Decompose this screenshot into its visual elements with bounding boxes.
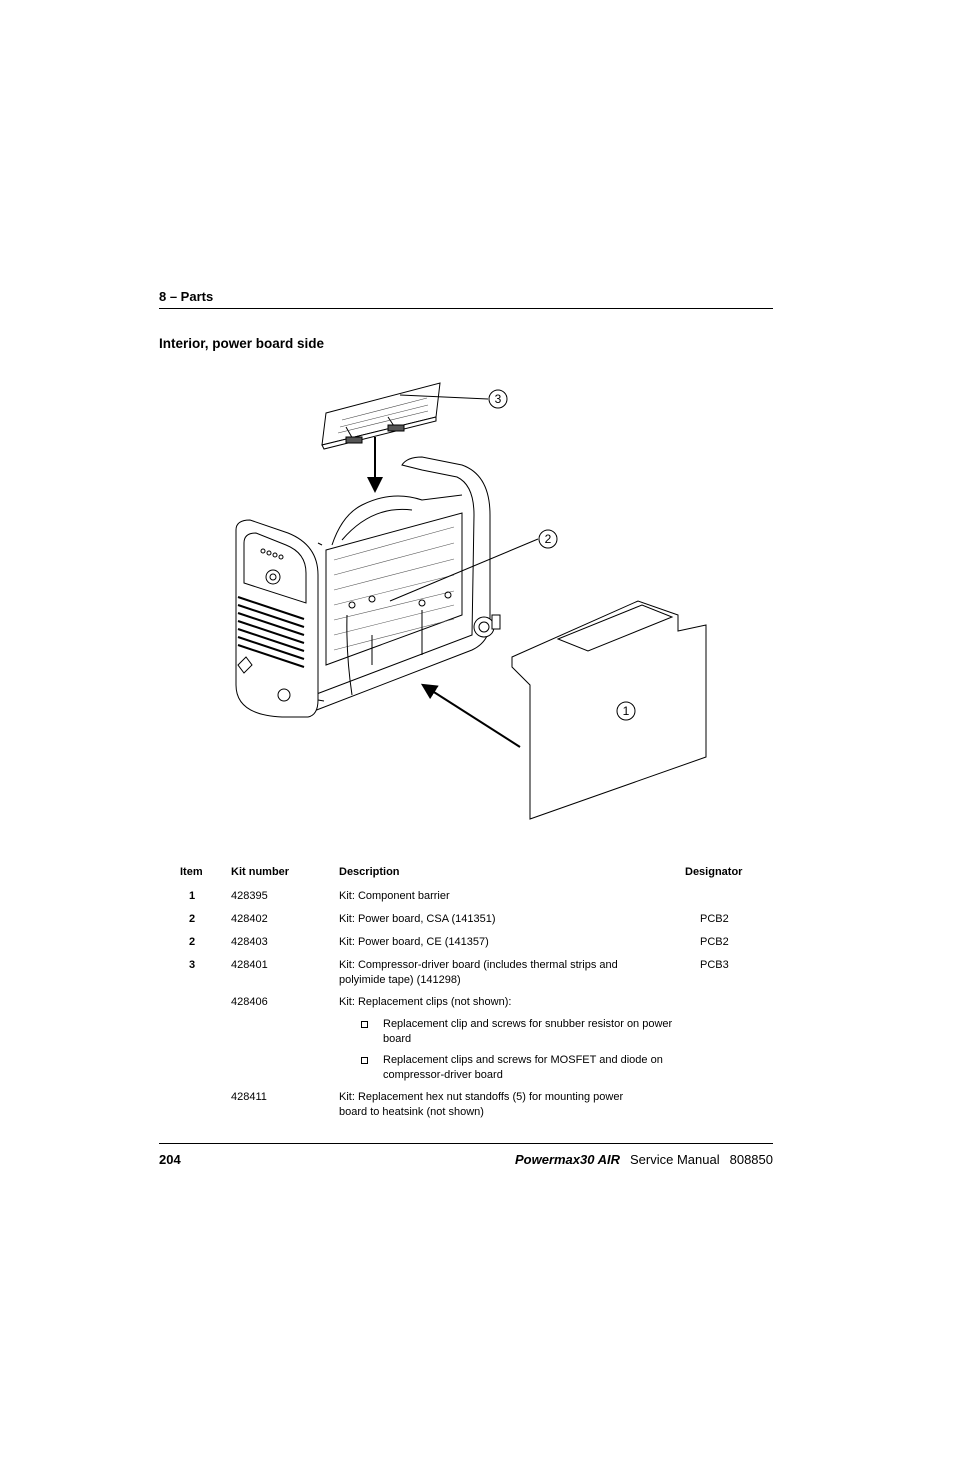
kit-number: 428403 xyxy=(231,936,268,948)
callout-1: 1 xyxy=(623,704,630,718)
page-number: 204 xyxy=(159,1152,181,1167)
description: Kit: Compressor-driver board (includes t… xyxy=(339,959,618,986)
col-header-kit: Kit number xyxy=(231,866,290,878)
item-number: 2 xyxy=(189,936,196,948)
footer-rule xyxy=(159,1143,773,1144)
power-supply-chassis xyxy=(235,456,501,718)
bullet-item: Replacement clips and screws for MOSFET … xyxy=(383,1054,663,1081)
designator: PCB2 xyxy=(700,936,729,948)
item-number: 3 xyxy=(189,959,196,971)
chapter-heading: 8 – Parts xyxy=(159,289,214,304)
kit-number: 428402 xyxy=(231,913,268,925)
item-number: 1 xyxy=(189,890,196,902)
description: Kit: Replacement clips (not shown): xyxy=(339,996,512,1008)
bullet-item: Replacement clip and screws for snubber … xyxy=(383,1018,673,1045)
description: Kit: Replacement hex nut standoffs (5) f… xyxy=(339,1091,624,1118)
description: Kit: Component barrier xyxy=(339,890,450,902)
footer-document-info: Powermax30 AIR Service Manual 808850 xyxy=(515,1152,773,1167)
designator: PCB2 xyxy=(700,913,729,925)
exploded-view-illustration: 3 2 1 xyxy=(235,382,707,820)
description: Kit: Power board, CE (141357) xyxy=(339,936,489,948)
compressor-driver-board xyxy=(321,382,441,450)
callout-3: 3 xyxy=(495,392,502,406)
kit-number: 428401 xyxy=(231,959,268,971)
designator: PCB3 xyxy=(700,959,729,971)
header-rule xyxy=(159,308,773,309)
section-title: Interior, power board side xyxy=(159,336,325,351)
kit-number: 428411 xyxy=(231,1091,267,1103)
col-header-description: Description xyxy=(339,866,400,878)
item-number: 2 xyxy=(189,913,196,925)
col-header-item: Item xyxy=(180,866,203,878)
description: Kit: Power board, CSA (141351) xyxy=(339,913,496,925)
col-header-designator: Designator xyxy=(685,866,743,878)
document-type: Service Manual xyxy=(630,1152,720,1167)
kit-number: 428406 xyxy=(231,996,268,1008)
checkbox-bullet-icon xyxy=(361,1057,368,1064)
callout-2: 2 xyxy=(545,532,552,546)
kit-number: 428395 xyxy=(231,890,268,902)
checkbox-bullet-icon xyxy=(361,1021,368,1028)
power-board xyxy=(325,512,463,696)
document-number: 808850 xyxy=(729,1152,773,1167)
product-name: Powermax30 AIR xyxy=(514,1152,620,1167)
component-barrier xyxy=(511,600,707,820)
